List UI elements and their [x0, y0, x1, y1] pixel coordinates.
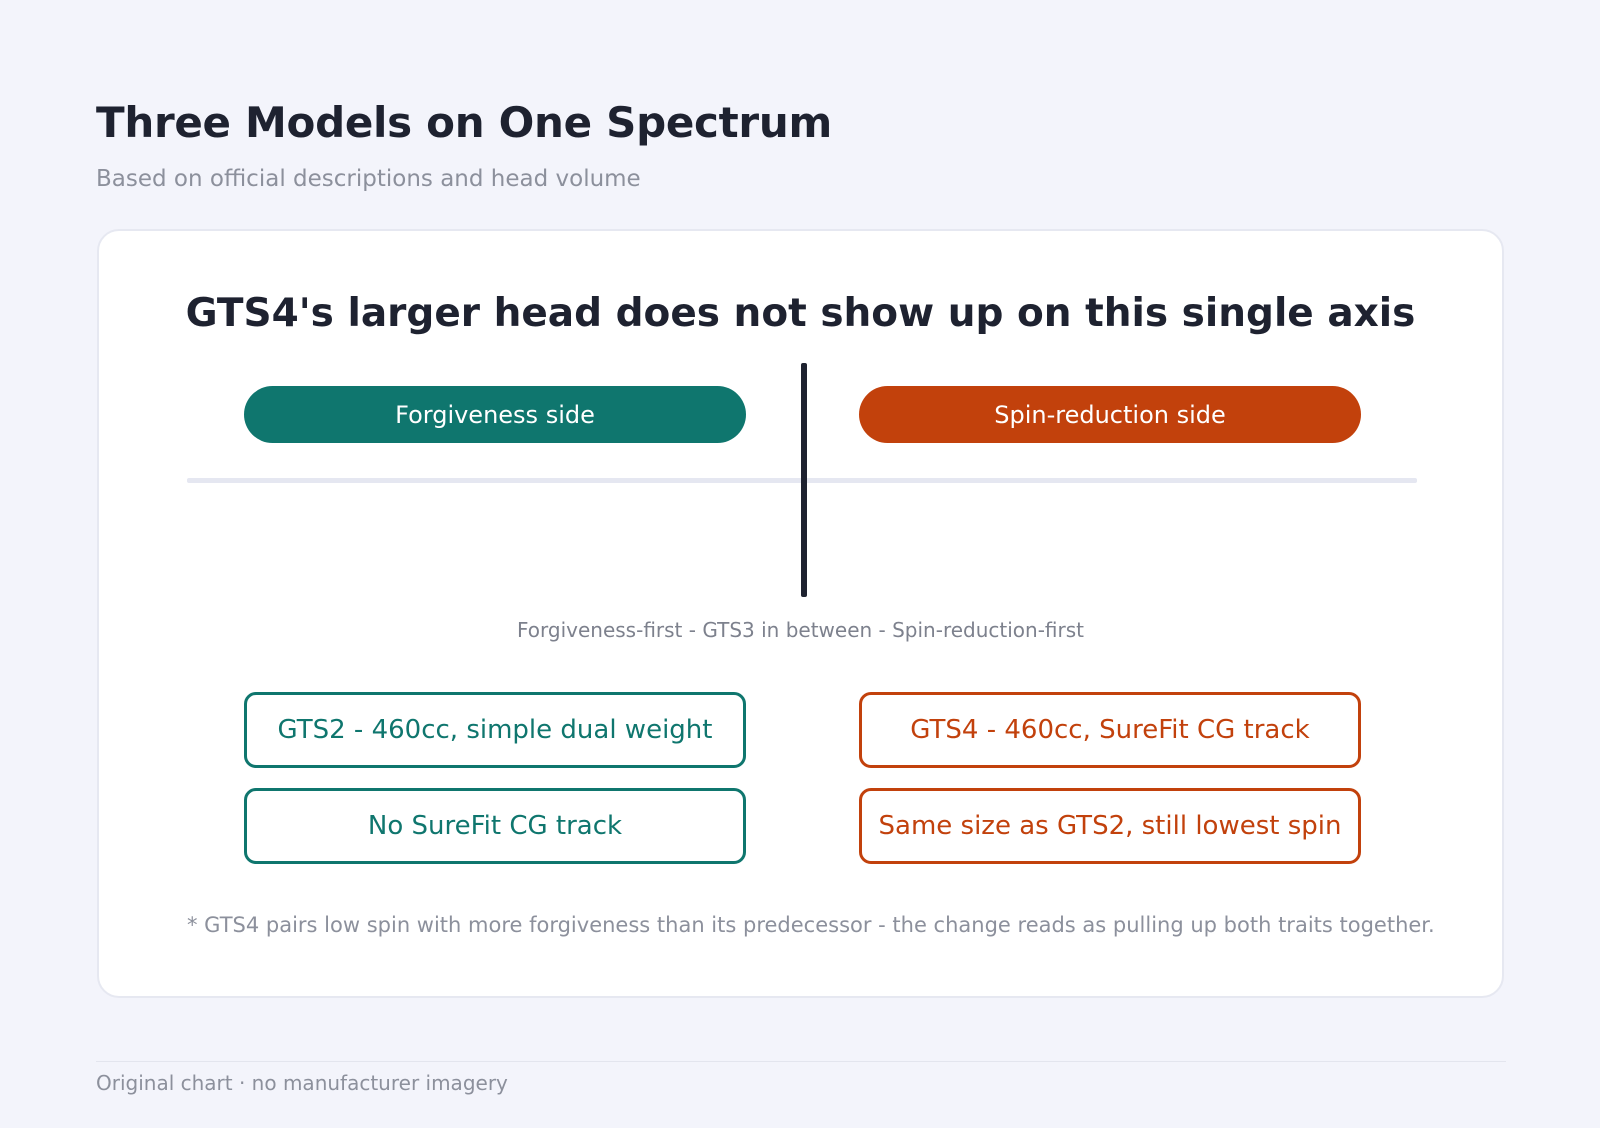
- page-subtitle: Based on official descriptions and head …: [96, 166, 641, 192]
- footer-divider: [96, 1061, 1506, 1062]
- gts4-note-label: Same size as GTS2, still lowest spin: [878, 811, 1342, 841]
- gts2-spec-tag: GTS2 - 460cc, simple dual weight: [244, 692, 746, 768]
- gts4-spec-tag: GTS4 - 460cc, SureFit CG track: [859, 692, 1361, 768]
- gts2-note-label: No SureFit CG track: [367, 811, 623, 841]
- page-title: Three Models on One Spectrum: [96, 98, 832, 147]
- forgiveness-side-pill: Forgiveness side: [244, 386, 746, 443]
- spectrum-card: GTS4's larger head does not show up on t…: [97, 229, 1504, 998]
- gts2-note-tag: No SureFit CG track: [244, 788, 746, 864]
- footer-credit: Original chart · no manufacturer imagery: [96, 1071, 508, 1095]
- forgiveness-side-label: Forgiveness side: [395, 400, 595, 429]
- axis-caption: Forgiveness-first - GTS3 in between - Sp…: [516, 618, 1085, 642]
- card-headline: GTS4's larger head does not show up on t…: [185, 291, 1416, 336]
- gts4-note-tag: Same size as GTS2, still lowest spin: [859, 788, 1361, 864]
- gts2-spec-label: GTS2 - 460cc, simple dual weight: [277, 715, 713, 745]
- spin-reduction-side-pill: Spin-reduction side: [859, 386, 1361, 443]
- spectrum-center-divider: [801, 363, 807, 597]
- spin-reduction-side-label: Spin-reduction side: [994, 400, 1226, 429]
- footnote: * GTS4 pairs low spin with more forgiven…: [187, 913, 1435, 937]
- gts4-spec-label: GTS4 - 460cc, SureFit CG track: [910, 715, 1310, 745]
